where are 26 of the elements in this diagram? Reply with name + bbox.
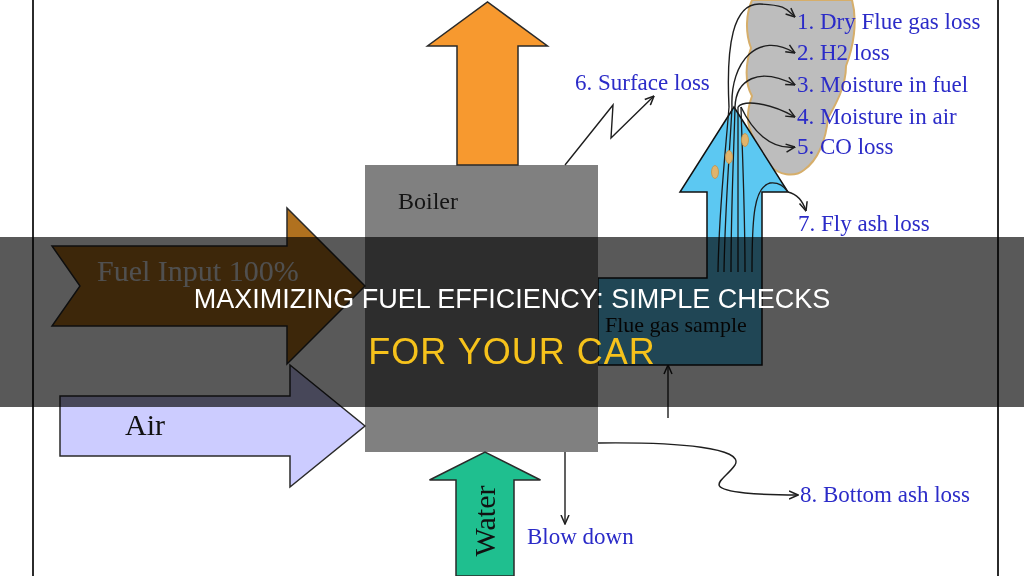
diagram-label: 5. CO loss bbox=[795, 134, 896, 160]
diagram-label: 7. Fly ash loss bbox=[796, 211, 932, 237]
arrow-label: Air bbox=[125, 410, 165, 440]
diagram-label: 2. H2 loss bbox=[795, 40, 892, 66]
arrow-label: Flue gas sample bbox=[605, 314, 747, 336]
block-arrow bbox=[50, 206, 367, 366]
curved-arrow bbox=[727, 3, 796, 108]
block-arrow bbox=[428, 451, 542, 576]
boiler-label: Boiler bbox=[398, 189, 458, 213]
block-arrow bbox=[425, 1, 550, 166]
block-arrow bbox=[59, 363, 367, 489]
curved-arrow bbox=[787, 191, 808, 212]
diagram-label: Blow down bbox=[525, 524, 636, 550]
curved-arrow bbox=[597, 442, 799, 500]
curved-arrow bbox=[740, 106, 796, 153]
curved-arrow bbox=[737, 102, 796, 118]
arrow-label: Water bbox=[470, 485, 500, 557]
curved-arrow bbox=[734, 75, 796, 108]
title-heading: FOR YOUR CAR bbox=[368, 337, 656, 367]
zigzag-arrow bbox=[564, 95, 655, 166]
curved-arrow bbox=[731, 44, 796, 108]
arrow bbox=[560, 451, 570, 525]
diagram-label: 8. Bottom ash loss bbox=[798, 482, 972, 508]
diagram-label: 6. Surface loss bbox=[573, 70, 712, 96]
arrow bbox=[663, 364, 673, 419]
title-heading: MAXIMIZING FUEL EFFICIENCY: SIMPLE CHECKS bbox=[193, 286, 831, 313]
